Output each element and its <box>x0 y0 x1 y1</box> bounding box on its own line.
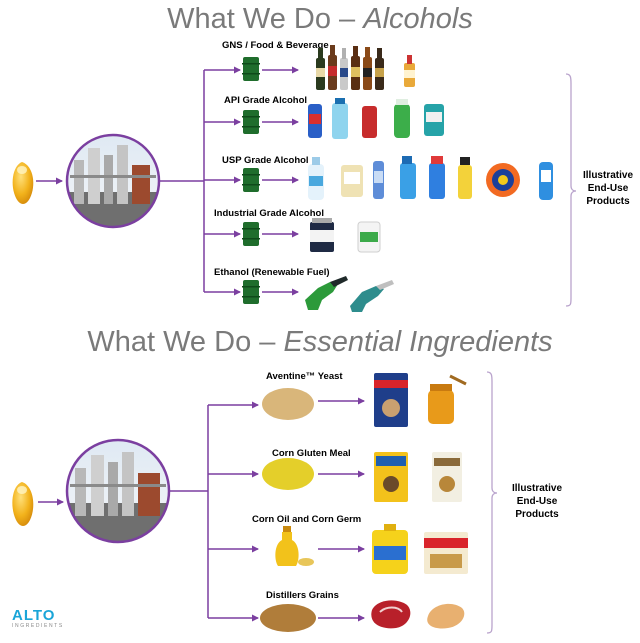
fuel-nozzle-icon <box>305 276 394 312</box>
corn-kernel-icon <box>12 482 34 526</box>
liquor-bottles-icon <box>316 45 415 90</box>
drum-icon <box>242 168 260 192</box>
api-products-icon <box>308 98 444 139</box>
ingredient-category-label-grains: Distillers Grains <box>266 590 339 601</box>
alto-logo: ALTO INGREDIENTS <box>12 608 82 630</box>
ingredient-category-label-gluten: Corn Gluten Meal <box>272 448 351 459</box>
alcohol-category-label-usp: USP Grade Alcohol <box>222 155 309 166</box>
ingredients-title-emph: Essential Ingredients <box>283 326 553 358</box>
ingredient-category-label-oil: Corn Oil and Corn Germ <box>252 514 362 525</box>
pet-food-bag-icon <box>374 373 408 427</box>
alcohols-title-emph: Alcohols <box>363 3 473 35</box>
industrial-products-icon <box>310 218 381 253</box>
side-label-line: Illustrative <box>582 170 634 181</box>
chicken-icon <box>427 603 465 629</box>
pet-food-bag-icon <box>432 452 462 502</box>
side-label-line: Illustrative <box>511 483 563 494</box>
pet-food-bag-icon <box>374 452 408 502</box>
oil-jug-icon <box>372 524 408 574</box>
ingredients-title-prefix: What We Do – <box>87 326 284 358</box>
bracket-top <box>565 73 577 307</box>
corn-kernel-icon <box>12 162 34 204</box>
logo-name: ALTO <box>12 607 56 624</box>
side-label-line: End-Use <box>587 183 629 194</box>
ingredients-title: What We Do – Essential Ingredients <box>0 326 640 359</box>
oil-bottle-icon <box>275 526 314 566</box>
steak-icon <box>371 600 411 629</box>
box-icon <box>424 532 468 574</box>
drum-icon <box>242 222 260 246</box>
grains-pile-icon <box>260 604 316 632</box>
alcohol-category-label-industrial: Industrial Grade Alcohol <box>214 208 324 219</box>
alcohol-category-label-ethanol: Ethanol (Renewable Fuel) <box>214 267 330 278</box>
honey-jar-icon <box>428 374 467 424</box>
side-label-line: End-Use <box>516 496 558 507</box>
usp-products-icon <box>308 156 553 200</box>
drum-icon <box>242 110 260 134</box>
alcohol-category-label-api: API Grade Alcohol <box>224 95 308 106</box>
plant-photo-icon <box>65 133 161 229</box>
side-label-line: Products <box>586 196 630 207</box>
branch-yeast <box>208 397 365 409</box>
drum-icon <box>242 57 260 81</box>
alcohol-category-label-gns: GNS / Food & Beverage <box>222 40 329 51</box>
plant-photo-icon <box>65 438 171 544</box>
logo-sub: INGREDIENTS <box>12 623 64 629</box>
alcohols-title: What We Do – Alcohols <box>0 3 640 36</box>
alcohols-title-prefix: What We Do – <box>167 3 364 35</box>
bracket-bottom <box>486 371 498 634</box>
ingredient-category-label-yeast: Aventine™ Yeast <box>266 371 343 382</box>
alcohols-side-label: Illustrative End-Use Products <box>576 169 640 208</box>
ingredients-side-label: Illustrative End-Use Products <box>502 482 572 521</box>
drum-icon <box>242 280 260 304</box>
gluten-pile-icon <box>262 458 314 490</box>
side-label-line: Products <box>515 509 559 520</box>
yeast-pile-icon <box>262 388 314 420</box>
